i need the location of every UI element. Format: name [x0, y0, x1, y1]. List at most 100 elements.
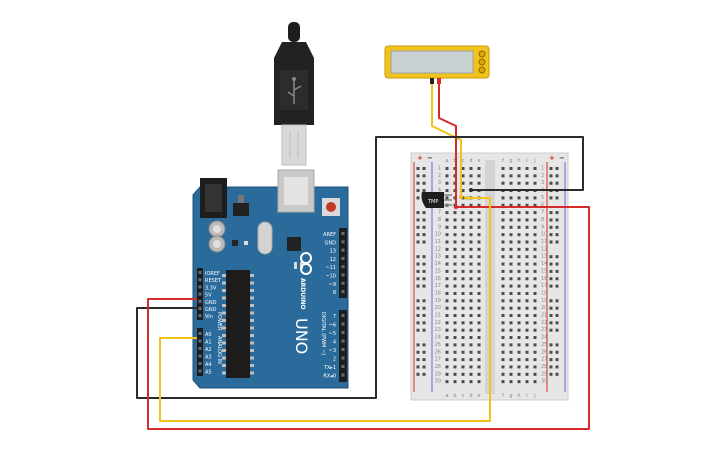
pin-label: 13: [330, 249, 336, 255]
row-label: 3: [541, 180, 544, 186]
row-label: 24: [541, 335, 547, 341]
pin-label: 8: [333, 290, 336, 296]
column-label: a: [445, 393, 448, 399]
row-label: 29: [541, 371, 547, 377]
pin-label: A2: [205, 347, 212, 353]
row-label: 6: [541, 202, 544, 208]
row-label: 20: [435, 305, 441, 311]
digital-header-bottom[interactable]: [339, 310, 347, 382]
usb-cable[interactable]: [274, 22, 314, 166]
row-label: 10: [435, 232, 441, 238]
brand-text: ARDUINO: [299, 278, 306, 309]
row-label: 22: [541, 320, 547, 326]
meter-terminal-icon[interactable]: [478, 50, 486, 58]
row-label: 10: [541, 232, 547, 238]
row-label: 3: [438, 180, 441, 186]
column-label: g: [509, 393, 512, 399]
pin-label: A3: [205, 355, 212, 361]
pin-label: ~9: [329, 282, 336, 288]
row-label: 13: [435, 254, 441, 260]
row-label: 25: [435, 342, 441, 348]
pin-label: A1: [205, 340, 212, 346]
row-label: 19: [541, 298, 547, 304]
digital-header-top[interactable]: [339, 228, 347, 298]
row-label: 9: [438, 224, 441, 230]
power-header-label: POWER: [216, 312, 222, 331]
row-label: 28: [435, 364, 441, 370]
pin-label: 3.3V: [205, 285, 217, 291]
wire-meter-yellow[interactable]: [431, 84, 462, 197]
row-label: 2: [438, 173, 441, 179]
rail-plus-label: +: [417, 154, 423, 162]
sensor-label: TMP: [427, 199, 438, 205]
row-label: 12: [541, 246, 547, 252]
row-label: 18: [435, 290, 441, 296]
row-label: 4: [438, 188, 441, 194]
pin-label: GND: [205, 307, 217, 313]
wire-signal-yellow[interactable]: [159, 197, 491, 422]
column-label: i: [526, 158, 527, 164]
row-label: 2: [541, 173, 544, 179]
pin-label: AREF: [323, 232, 336, 238]
row-label: 8: [438, 217, 441, 223]
row-label: 5: [541, 195, 544, 201]
row-label: 17: [435, 283, 441, 289]
column-label: h: [517, 393, 520, 399]
column-label: c: [462, 158, 465, 164]
digital-header-label: DIGITAL (PWM ~): [320, 312, 326, 355]
wire-gnd-black[interactable]: [136, 136, 584, 399]
row-label: 15: [435, 268, 441, 274]
meter-terminal-icon[interactable]: [478, 66, 486, 74]
rail-plus-label: +: [549, 154, 555, 162]
column-label: i: [526, 393, 527, 399]
usb-chip: [287, 237, 301, 251]
row-label: 14: [541, 261, 547, 267]
column-label: j: [533, 393, 535, 399]
column-label: a: [445, 158, 448, 164]
row-label: 8: [541, 217, 544, 223]
column-label: h: [517, 158, 520, 164]
rail-minus-label: −: [559, 154, 565, 162]
row-label: 25: [541, 342, 547, 348]
row-label: 16: [435, 276, 441, 282]
atmega328-chip: [226, 270, 250, 378]
analog-header[interactable]: [197, 328, 203, 376]
row-label: 14: [435, 261, 441, 267]
pin-label: A5: [205, 370, 212, 376]
row-label: 16: [541, 276, 547, 282]
wires: [136, 84, 590, 430]
voltage-regulator: [233, 203, 249, 216]
temperature-sensor[interactable]: TMP: [421, 192, 453, 208]
pin-label: RX◂0: [323, 374, 336, 380]
pin-label: GND: [325, 240, 337, 246]
row-label: 17: [541, 283, 547, 289]
row-label: 21: [541, 313, 547, 319]
pin-label: 4: [333, 340, 336, 346]
row-label: 30: [435, 379, 441, 385]
row-label: 23: [435, 327, 441, 333]
pin-label: A4: [205, 362, 212, 368]
row-label: 21: [435, 313, 441, 319]
row-label: 18: [541, 290, 547, 296]
row-label: 1: [438, 166, 441, 172]
multimeter[interactable]: [384, 45, 490, 84]
row-label: 29: [435, 371, 441, 377]
column-label: e: [477, 393, 480, 399]
wire-5v-red[interactable]: [147, 206, 590, 430]
row-label: 27: [541, 357, 547, 363]
row-label: 27: [435, 357, 441, 363]
crystal-oscillator: [257, 221, 273, 255]
column-label: d: [469, 158, 472, 164]
pin-label: ~6: [329, 323, 336, 329]
row-label: 26: [541, 349, 547, 355]
pin-label: ~10: [325, 274, 336, 280]
column-label: d: [469, 393, 472, 399]
pin-label: 2: [333, 357, 336, 363]
pin-label: GND: [205, 300, 217, 306]
wire-meter-red[interactable]: [438, 84, 457, 207]
meter-terminal-icon[interactable]: [478, 58, 486, 66]
row-label: 7: [438, 210, 441, 216]
column-label: f: [502, 158, 504, 164]
pin-label: RESET: [205, 278, 222, 284]
